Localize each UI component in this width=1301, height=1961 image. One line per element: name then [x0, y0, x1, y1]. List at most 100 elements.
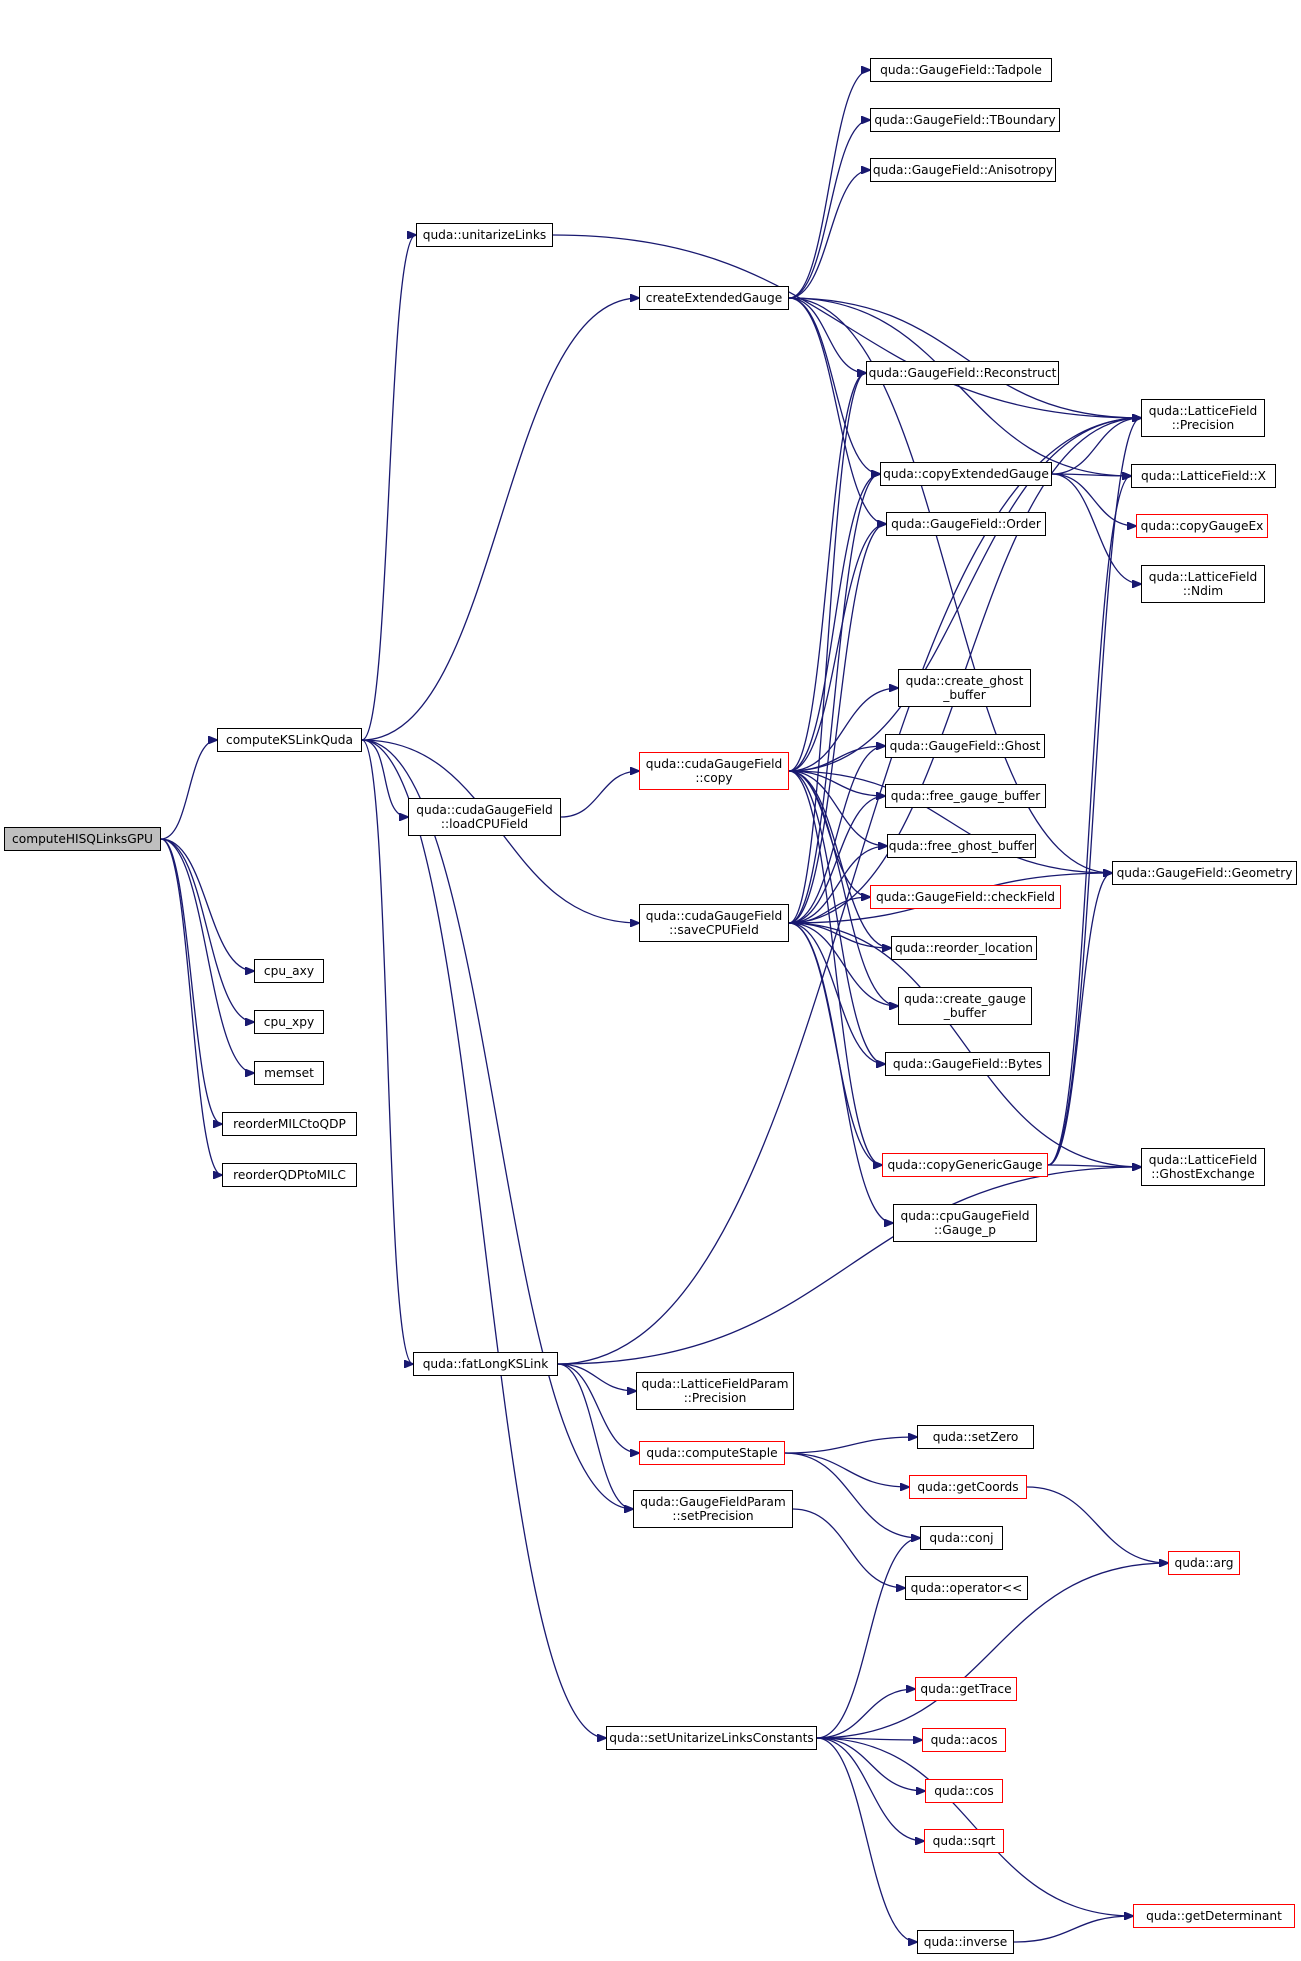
- edge-createExtendedGauge-to-lfX: [788, 297, 1131, 476]
- node-saveCPUField[interactable]: quda::cudaGaugeField ::saveCPUField: [639, 904, 789, 942]
- node-cudaGaugeField-copy[interactable]: quda::cudaGaugeField ::copy: [639, 752, 789, 790]
- node-setZero[interactable]: quda::setZero: [917, 1425, 1034, 1449]
- node-Geometry[interactable]: quda::GaugeField::Geometry: [1112, 861, 1297, 885]
- edge-setUnitarize-to-sqrt: [816, 1737, 924, 1841]
- node-getCoords[interactable]: quda::getCoords: [909, 1475, 1027, 1499]
- node-label: quda::free_gauge_buffer: [890, 789, 1041, 803]
- node-label: quda::reorder_location: [894, 941, 1034, 955]
- edge-copyGenericGauge-to-Geometry: [1047, 873, 1112, 1166]
- node-memset[interactable]: memset: [254, 1061, 324, 1085]
- node-LatticeField-X[interactable]: quda::LatticeField::X: [1131, 464, 1276, 488]
- node-unitarizeLinks[interactable]: quda::unitarizeLinks: [416, 223, 553, 247]
- node-GhostExchange[interactable]: quda::LatticeField ::GhostExchange: [1141, 1148, 1265, 1186]
- edge-createExtendedGauge-to-Anisotropy: [788, 170, 870, 299]
- node-getDeterminant[interactable]: quda::getDeterminant: [1133, 1904, 1295, 1928]
- edge-setUnitarize-to-arg: [816, 1563, 1168, 1739]
- edge-computeStaple-to-conj: [784, 1452, 920, 1538]
- node-loadCPUField[interactable]: quda::cudaGaugeField ::loadCPUField: [408, 798, 561, 836]
- node-label: quda::LatticeField ::GhostExchange: [1148, 1153, 1258, 1181]
- edge-copyExtendedGauge-to-lfPrecision: [1051, 418, 1141, 475]
- node-conj[interactable]: quda::conj: [920, 1526, 1003, 1550]
- node-LatticeField-Precision[interactable]: quda::LatticeField ::Precision: [1141, 399, 1265, 437]
- node-label: quda::setUnitarizeLinksConstants: [609, 1731, 814, 1745]
- node-label: quda::cudaGaugeField ::saveCPUField: [645, 909, 783, 937]
- node-LatticeField-Ndim[interactable]: quda::LatticeField ::Ndim: [1141, 565, 1265, 603]
- node-label: quda::operator<<: [910, 1581, 1023, 1595]
- edge-loadCPUField-to-cudaCopy: [560, 771, 639, 818]
- edge-cudaCopy-to-Geometry: [788, 770, 1112, 873]
- node-create-ghost-buffer[interactable]: quda::create_ghost _buffer: [898, 669, 1031, 707]
- node-fatLongKSLink[interactable]: quda::fatLongKSLink: [413, 1352, 558, 1376]
- node-Bytes[interactable]: quda::GaugeField::Bytes: [885, 1052, 1050, 1076]
- node-label: quda::setZero: [932, 1430, 1019, 1444]
- node-TBoundary[interactable]: quda::GaugeField::TBoundary: [870, 108, 1060, 132]
- node-Gauge-p[interactable]: quda::cpuGaugeField ::Gauge_p: [893, 1204, 1037, 1242]
- edge-copyGenericGauge-to-lfPrecision: [1047, 418, 1141, 1166]
- node-label: quda::acos: [930, 1733, 998, 1747]
- node-operator-shl[interactable]: quda::operator<<: [905, 1576, 1028, 1600]
- node-create-gauge-buffer[interactable]: quda::create_gauge _buffer: [898, 987, 1032, 1025]
- node-label: quda::getDeterminant: [1146, 1909, 1282, 1923]
- node-Reconstruct[interactable]: quda::GaugeField::Reconstruct: [866, 361, 1059, 385]
- edge-saveCPUField-to-freeGaugeBuffer: [788, 796, 885, 924]
- edge-saveCPUField-to-freeGhostBuffer: [788, 846, 887, 924]
- node-createExtendedGauge[interactable]: createExtendedGauge: [639, 286, 789, 310]
- node-label: quda::create_ghost _buffer: [905, 674, 1024, 702]
- node-copyGenericGauge[interactable]: quda::copyGenericGauge: [882, 1153, 1048, 1177]
- edge-computeHISQLinksGPU-to-cpu_xpy: [160, 838, 254, 1022]
- node-label: quda::cudaGaugeField ::loadCPUField: [416, 803, 553, 831]
- node-label: cpu_axy: [263, 964, 315, 978]
- edge-createExtendedGauge-to-Tadpole: [788, 70, 870, 299]
- node-label: quda::arg: [1174, 1556, 1234, 1570]
- node-cpu-axy[interactable]: cpu_axy: [254, 959, 324, 983]
- node-Tadpole[interactable]: quda::GaugeField::Tadpole: [870, 58, 1052, 82]
- node-label: computeHISQLinksGPU: [12, 832, 153, 846]
- node-Order[interactable]: quda::GaugeField::Order: [886, 512, 1046, 536]
- node-label: quda::computeStaple: [646, 1446, 778, 1460]
- node-arg[interactable]: quda::arg: [1168, 1551, 1240, 1575]
- node-label: quda::GaugeField::Reconstruct: [868, 366, 1057, 380]
- node-label: reorderMILCtoQDP: [233, 1117, 346, 1131]
- edge-saveCPUField-to-copyExtendedGauge: [788, 474, 880, 924]
- node-reorder-location[interactable]: quda::reorder_location: [891, 936, 1037, 960]
- node-LatticeFieldParam-Precision[interactable]: quda::LatticeFieldParam ::Precision: [636, 1372, 794, 1410]
- node-label: quda::GaugeField::Bytes: [892, 1057, 1043, 1071]
- node-getTrace[interactable]: quda::getTrace: [915, 1677, 1017, 1701]
- edge-copyExtendedGauge-to-lfNdim: [1051, 473, 1141, 584]
- edge-computeHISQLinksGPU-to-memset: [160, 838, 254, 1073]
- node-computeHISQLinksGPU[interactable]: computeHISQLinksGPU: [4, 827, 161, 851]
- node-computeKSLinkQuda[interactable]: computeKSLinkQuda: [217, 728, 362, 752]
- node-label: quda::GaugeField::Anisotropy: [872, 163, 1054, 177]
- edge-setUnitarize-to-getDeterminant: [816, 1737, 1133, 1916]
- node-sqrt[interactable]: quda::sqrt: [924, 1829, 1004, 1853]
- edge-saveCPUField-to-GhostExchange: [788, 922, 1141, 1167]
- node-cos[interactable]: quda::cos: [925, 1779, 1003, 1803]
- node-free-ghost-buffer[interactable]: quda::free_ghost_buffer: [887, 834, 1036, 858]
- node-Anisotropy[interactable]: quda::GaugeField::Anisotropy: [870, 158, 1056, 182]
- edge-fatLongKSLink-to-GhostExchange: [557, 1167, 1141, 1365]
- node-Ghost[interactable]: quda::GaugeField::Ghost: [885, 734, 1045, 758]
- node-copyExtendedGauge[interactable]: quda::copyExtendedGauge: [880, 462, 1052, 486]
- node-setUnitarizeLinksConstants[interactable]: quda::setUnitarizeLinksConstants: [606, 1726, 817, 1750]
- node-cpu-xpy[interactable]: cpu_xpy: [254, 1010, 324, 1034]
- edge-saveCPUField-to-reorderLocation: [788, 922, 891, 948]
- node-label: quda::getCoords: [917, 1480, 1019, 1494]
- node-setPrecision[interactable]: quda::GaugeFieldParam ::setPrecision: [633, 1490, 793, 1528]
- edge-computeStaple-to-getCoords: [784, 1452, 909, 1487]
- node-reorderQDPtoMILC[interactable]: reorderQDPtoMILC: [222, 1163, 357, 1187]
- node-label: quda::inverse: [923, 1935, 1008, 1949]
- node-acos[interactable]: quda::acos: [922, 1728, 1006, 1752]
- node-label: quda::cos: [934, 1784, 994, 1798]
- node-inverse[interactable]: quda::inverse: [917, 1930, 1014, 1954]
- edge-cudaCopy-to-copyExtendedGauge: [788, 474, 880, 772]
- edge-saveCPUField-to-Bytes: [788, 922, 885, 1064]
- edge-createExtendedGauge-to-Order: [788, 297, 886, 524]
- node-checkField[interactable]: quda::GaugeField::checkField: [870, 885, 1061, 909]
- edge-saveCPUField-to-createGaugeBuffer: [788, 922, 898, 1006]
- node-copyGaugeEx[interactable]: quda::copyGaugeEx: [1136, 514, 1268, 538]
- edge-cudaCopy-to-reorderLocation: [788, 770, 891, 948]
- node-reorderMILCtoQDP[interactable]: reorderMILCtoQDP: [222, 1112, 357, 1136]
- node-free-gauge-buffer[interactable]: quda::free_gauge_buffer: [885, 784, 1046, 808]
- node-computeStaple[interactable]: quda::computeStaple: [639, 1441, 785, 1465]
- node-label: quda::cudaGaugeField ::copy: [645, 757, 783, 785]
